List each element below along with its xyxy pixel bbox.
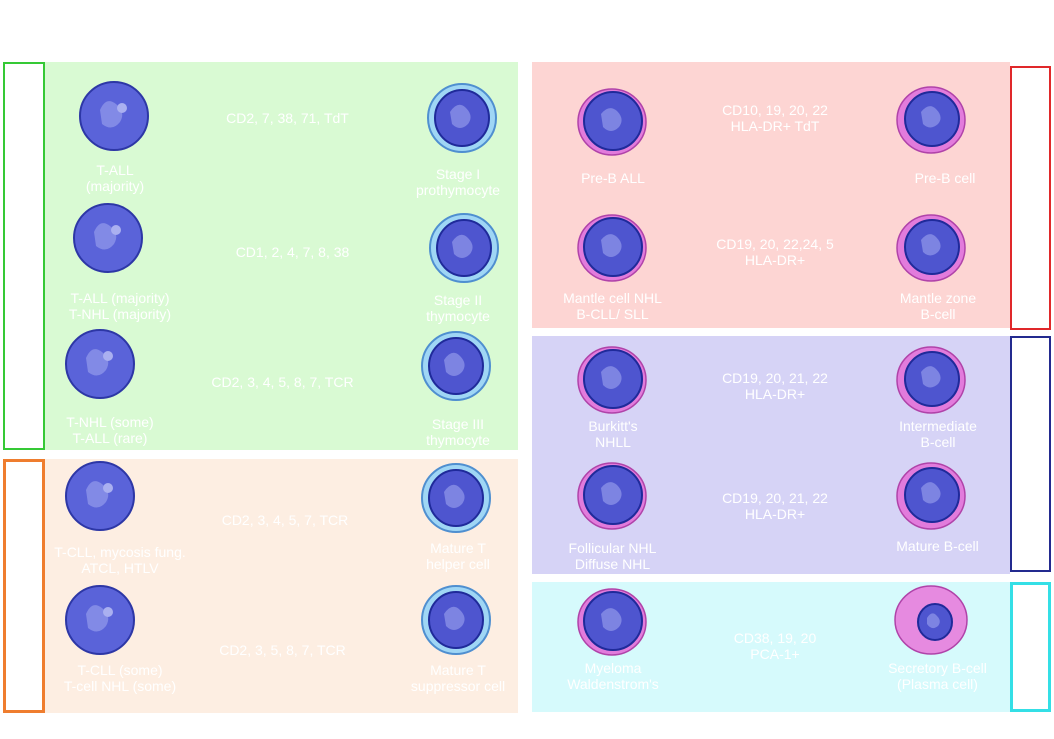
b-pre-cell-label-2: Mantle zone B-cell <box>899 290 977 322</box>
b-pre-cell-label-1: Pre-B cell <box>914 170 976 186</box>
t-mature-cell-label-1: Mature T helper cell <box>426 540 490 572</box>
t-mature-malignant-cell-2 <box>64 584 136 656</box>
b-mature-cell-label-2: Mature B-cell <box>896 538 979 554</box>
t-mature-normal-cell-2 <box>420 584 492 656</box>
b-precursor-bracket <box>1010 66 1051 330</box>
t-malignancy-label-1: T-ALL (majority) <box>85 162 145 194</box>
b-mature-malignancy-label-1: Burkitt's NHLL <box>588 418 638 450</box>
b-mature-malignant-cell-1 <box>576 344 648 416</box>
t-cell-label-3: Stage III thymocyte <box>426 416 490 448</box>
t-mature-bracket <box>3 459 45 713</box>
t-markers-label-3: CD2, 3, 4, 5, 8, 7, TCR <box>211 374 354 390</box>
b-mature-malignancy-label-2: Follicular NHL Diffuse NHL <box>568 540 657 572</box>
plasma-markers-label: CD38, 19, 20 PCA-1+ <box>733 630 817 662</box>
b-pre-malignancy-label-1: Pre-B ALL <box>581 170 645 186</box>
t-cell-label-2: Stage II thymocyte <box>426 292 490 324</box>
t-mature-malignancy-label-2: T-CLL (some) T-cell NHL (some) <box>63 662 177 694</box>
plasma-normal-cell <box>893 582 969 658</box>
b-pre-markers-label-2: CD19, 20, 22,24, 5 HLA-DR+ <box>716 236 834 268</box>
plasma-malignancy-label: Myeloma Waldenstrom's <box>567 660 659 692</box>
t-mature-malignant-cell-1 <box>64 460 136 532</box>
b-pre-malignant-cell-1 <box>576 86 648 158</box>
t-markers-label-1: CD2, 7, 38, 71, TdT <box>226 110 349 126</box>
b-mature-normal-cell-1 <box>895 344 967 416</box>
b-pre-normal-cell-2 <box>895 212 967 284</box>
b-mature-markers-label-1: CD19, 20, 21, 22 HLA-DR+ <box>722 370 828 402</box>
t-malignant-cell-3 <box>64 328 136 400</box>
t-mature-malignancy-label-1: T-CLL, mycosis fung. ATCL, HTLV <box>54 544 186 576</box>
t-markers-label-2: CD1, 2, 4, 7, 8, 38 <box>235 244 350 260</box>
b-pre-normal-cell-1 <box>895 84 967 156</box>
b-pre-malignant-cell-2 <box>576 212 648 284</box>
t-malignant-cell-1 <box>78 80 150 152</box>
b-mature-malignant-cell-2 <box>576 460 648 532</box>
t-normal-cell-3 <box>420 330 492 402</box>
b-pre-markers-label-1: CD10, 19, 20, 22 HLA-DR+ TdT <box>722 102 828 134</box>
plasma-cell-label: Secretory B-cell (Plasma cell) <box>888 660 987 692</box>
t-cell-label-1: Stage I prothymocyte <box>415 166 501 198</box>
plasma-malignant-cell <box>576 586 648 658</box>
b-mature-cell-label-1: Intermediate B-cell <box>899 418 977 450</box>
t-malignancy-label-2: T-ALL (majority) T-NHL (majority) <box>68 290 172 322</box>
b-pre-malignancy-label-2: Mantle cell NHL B-CLL/ SLL <box>563 290 662 322</box>
b-mature-normal-cell-2 <box>895 460 967 532</box>
b-mature-bracket <box>1010 336 1051 572</box>
t-malignant-cell-2 <box>72 202 144 274</box>
t-normal-cell-2 <box>428 212 500 284</box>
t-mature-cell-label-2: Mature T suppressor cell <box>410 662 506 694</box>
b-mature-markers-label-2: CD19, 20, 21, 22 HLA-DR+ <box>722 490 828 522</box>
t-mature-markers-label-1: CD2, 3, 4, 5, 7, TCR <box>221 512 349 528</box>
t-mature-normal-cell-1 <box>420 462 492 534</box>
t-lineage-bracket <box>3 62 45 450</box>
t-mature-markers-label-2: CD2, 3, 5, 8, 7, TCR <box>219 642 346 658</box>
t-normal-cell-1 <box>426 82 498 154</box>
plasma-bracket <box>1010 582 1051 712</box>
t-malignancy-label-3: T-NHL (some) T-ALL (rare) <box>66 414 154 446</box>
